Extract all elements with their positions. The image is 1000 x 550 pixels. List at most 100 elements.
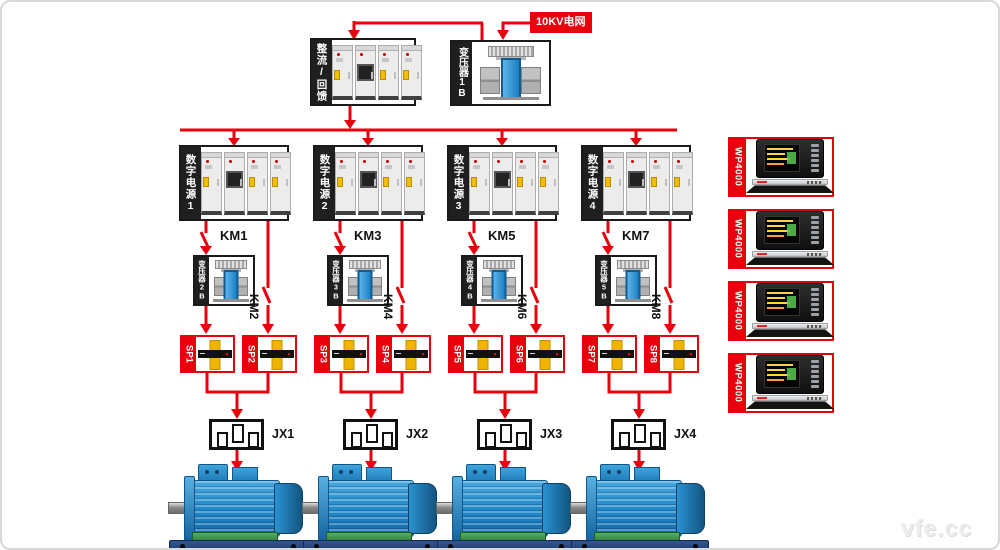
- step-transformer-box: 变压器5B: [595, 255, 657, 306]
- cabinet-panel: [335, 151, 356, 215]
- sensor-box-left: SP7: [582, 335, 637, 373]
- analyzer-stand: [746, 401, 834, 409]
- motor-end-cap: [676, 483, 705, 534]
- motor-body: [454, 480, 548, 537]
- analyzer-buttons: [811, 216, 819, 244]
- sensor-graphic: [196, 337, 233, 371]
- cabinet-panel: [603, 151, 624, 215]
- junction-box: [343, 419, 398, 450]
- analyzer-unit: WP4000: [728, 281, 834, 341]
- motor-base-rail: Anyway: [169, 540, 307, 548]
- motor-end-cap: [542, 483, 571, 534]
- power-supply-label: 数字电源1: [181, 147, 201, 219]
- analyzer-graphic: [746, 355, 834, 411]
- sensor-tag: SP5: [450, 337, 464, 371]
- step-transformer-box: 变压器4B: [461, 255, 523, 306]
- cabinet-panel: [404, 151, 425, 215]
- motor-base-rail: Anyway: [303, 540, 441, 548]
- sensor-graphic: [526, 337, 563, 371]
- junction-slot: [248, 432, 259, 448]
- rectifier-label: 整流/回馈: [312, 40, 332, 104]
- junction-slot: [516, 432, 527, 448]
- cabinet-panel: [358, 151, 379, 215]
- analyzer-front-strip: [752, 394, 828, 402]
- sensor-tag: SP4: [378, 337, 392, 371]
- analyzer-graphic: [746, 139, 834, 195]
- junction-label: JX3: [540, 427, 563, 441]
- analyzer-tag: WP4000: [730, 355, 746, 411]
- cabinet-panel: [469, 151, 490, 215]
- power-supply-label: 数字电源4: [583, 147, 603, 219]
- contactor-top-label: KM5: [488, 228, 516, 243]
- cabinet-panel: [270, 151, 291, 215]
- sensor-box-right: SP8: [644, 335, 699, 373]
- contactor-side-label: KM2: [247, 294, 261, 320]
- cabinet-panel: [649, 151, 670, 215]
- motor: Anyway: [570, 464, 710, 548]
- contactor-top-label: KM3: [354, 228, 382, 243]
- cabinet-panels: [332, 40, 422, 104]
- power-supply-cabinet: 数字电源1: [179, 145, 291, 221]
- cabinet-panel: [224, 151, 245, 215]
- contactor-side-label: KM4: [381, 294, 395, 320]
- sensor-box-right: SP6: [510, 335, 565, 373]
- analyzer-unit: WP4000: [728, 137, 834, 197]
- cabinet-panel: [378, 44, 399, 100]
- analyzer-unit: WP4000: [728, 353, 834, 413]
- motor-body: [588, 480, 682, 537]
- junction-slot: [619, 432, 630, 448]
- cabinet-panels: [603, 147, 693, 219]
- junction-label: JX1: [272, 427, 295, 441]
- sensor-graphic: [258, 337, 295, 371]
- analyzer-buttons: [811, 144, 819, 172]
- sensor-tag: SP7: [584, 337, 598, 371]
- transformer-graphic: [472, 42, 549, 104]
- cabinet-panel: [672, 151, 693, 215]
- junction-label: JX2: [406, 427, 429, 441]
- sensor-graphic: [660, 337, 697, 371]
- motor: Anyway: [168, 464, 308, 548]
- analyzer-graphic: [746, 211, 834, 267]
- analyzer-stand: [746, 329, 834, 337]
- junction-label: JX4: [674, 427, 697, 441]
- motor-body: [186, 480, 280, 537]
- watermark: vfe.cc: [901, 515, 973, 541]
- grid-source-label: 10KV电网: [530, 12, 592, 33]
- cabinet-panels: [469, 147, 559, 219]
- analyzer-monitor: [756, 355, 824, 394]
- analyzer-screen: [764, 288, 800, 316]
- cabinet-panel: [355, 44, 376, 100]
- motor-body: [320, 480, 414, 537]
- sensor-graphic: [330, 337, 367, 371]
- cabinet-panel: [201, 151, 222, 215]
- sensor-box-right: SP2: [242, 335, 297, 373]
- analyzer-stand: [746, 185, 834, 193]
- junction-slot: [217, 432, 228, 448]
- sensor-graphic: [464, 337, 501, 371]
- sensor-box-right: SP4: [376, 335, 431, 373]
- step-transformer-box: 变压器2B: [193, 255, 255, 306]
- cabinet-panel: [538, 151, 559, 215]
- analyzer-screen: [764, 360, 800, 388]
- analyzer-front-strip: [752, 322, 828, 330]
- junction-slot: [650, 432, 661, 448]
- junction-slot: [351, 432, 362, 448]
- junction-box: [611, 419, 666, 450]
- analyzer-stand: [746, 257, 834, 265]
- step-transformer-label: 变压器2B: [195, 257, 209, 304]
- analyzer-tag: WP4000: [730, 283, 746, 339]
- sensor-tag: SP6: [512, 337, 526, 371]
- contactor-top-label: KM7: [622, 228, 650, 243]
- motor-base-rail: Anyway: [437, 540, 575, 548]
- step-transformer-label: 变压器5B: [597, 257, 611, 304]
- analyzer-monitor: [756, 139, 824, 178]
- junction-box: [477, 419, 532, 450]
- power-supply-label: 数字电源2: [315, 147, 335, 219]
- junction-slot: [382, 432, 393, 448]
- analyzer-screen: [764, 216, 800, 244]
- contactor-side-label: KM6: [515, 294, 529, 320]
- motor-end-cap: [274, 483, 303, 534]
- step-transformer-label: 变压器4B: [463, 257, 477, 304]
- analyzer-tag: WP4000: [730, 139, 746, 195]
